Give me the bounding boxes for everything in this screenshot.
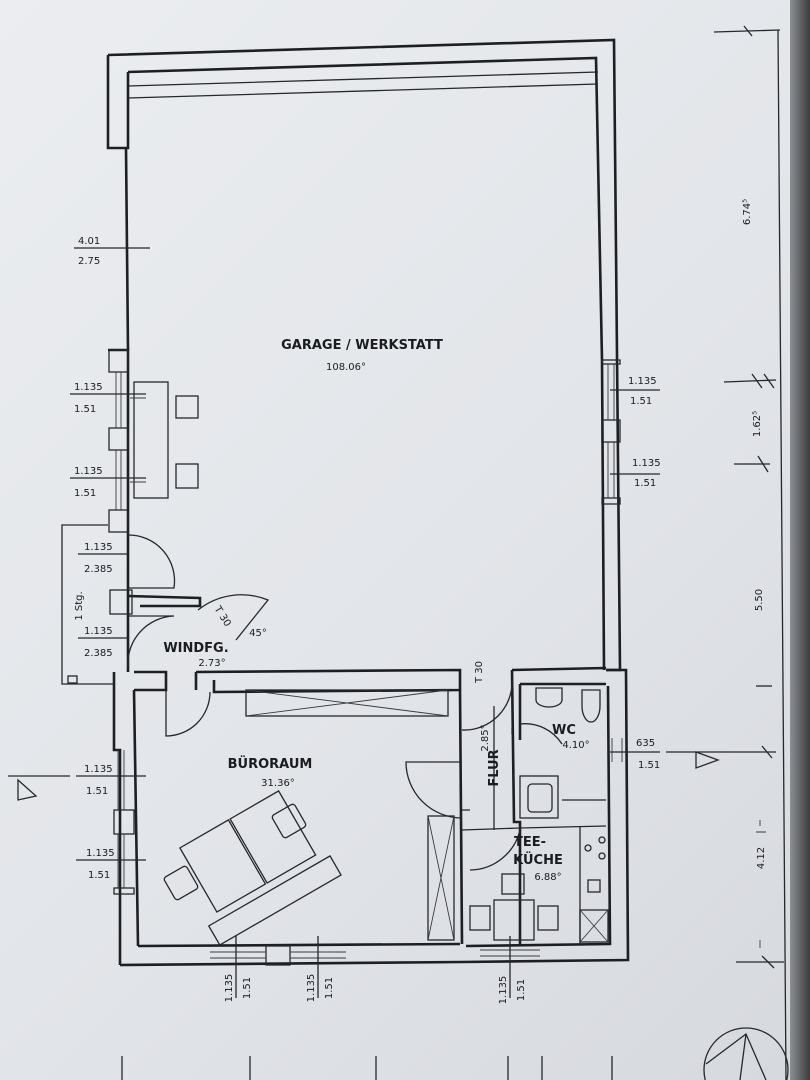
door-rating-windfang: T 30 (211, 604, 233, 629)
dim-right-garage-1-upper: 1.135 (628, 376, 657, 387)
dim-chain-middle: 5.50 (754, 589, 765, 611)
interior-walls (127, 594, 607, 945)
dim-chain-office-depth: 4.12 (756, 847, 767, 869)
dim-left-buero-2-upper: 1.135 (86, 848, 115, 859)
room-label-wc: WC (552, 723, 576, 738)
room-area-buero: 31.36° (261, 778, 295, 789)
room-label-kueche-1: TEE- (514, 835, 546, 850)
dimension-ticks-left (8, 247, 660, 998)
dim-bottom-1-lower: 1.51 (242, 977, 253, 999)
dim-left-buero-1-lower: 1.51 (86, 786, 108, 797)
step-label: 1 Stg. (74, 591, 85, 620)
door-rating-flur: T 30 (474, 661, 485, 684)
room-label-garage: GARAGE / WERKSTATT (281, 338, 443, 353)
dim-bottom-2-lower: 1.51 (324, 977, 335, 999)
entrance-step (61, 524, 114, 685)
dim-left-buero-2-lower: 1.51 (88, 870, 110, 881)
hall-cabinet (427, 815, 455, 941)
dim-right-wc-lower: 1.51 (638, 760, 660, 771)
room-area-flur: 2.85° (480, 724, 491, 751)
north-arrow-icon (703, 1027, 789, 1080)
dim-bottom-3-lower: 1.51 (516, 979, 527, 1001)
dim-left-window-2-upper: 1.135 (74, 466, 103, 477)
room-area-garage: 108.06° (326, 362, 366, 373)
bottom-ruler (121, 1056, 613, 1080)
room-area-windfang: 2.73° (198, 658, 225, 669)
dim-left-buero-1-upper: 1.135 (84, 764, 113, 775)
windows-right (601, 359, 623, 762)
dim-bottom-2-upper: 1.135 (306, 974, 317, 1003)
windows-left (108, 349, 135, 895)
dim-left-door-2-upper: 1.135 (84, 626, 113, 637)
plan-paper (0, 0, 790, 1080)
dim-right-garage-2-upper: 1.135 (632, 458, 661, 469)
doors (127, 534, 563, 871)
room-label-flur: FLUR (487, 749, 502, 786)
dim-left-window-1-lower: 1.51 (74, 404, 96, 415)
dim-garage-top-upper: 4.01 (78, 236, 100, 247)
dim-left-door-1-lower: 2.385 (84, 564, 113, 575)
angle-label: 45° (249, 628, 267, 639)
dim-chain-garage-depth: 6.74⁵ (742, 199, 753, 225)
room-area-kueche: 6.88° (534, 872, 561, 883)
table-edge (790, 0, 810, 1080)
dim-garage-top-lower: 2.75 (78, 256, 100, 267)
dim-right-garage-2-lower: 1.51 (634, 478, 656, 489)
office-furniture (163, 689, 449, 946)
dim-bottom-1-upper: 1.135 (224, 974, 235, 1003)
room-label-windfang: WINDFG. (163, 641, 228, 656)
dim-right-wc-upper: 635 (636, 738, 655, 749)
dim-left-door-1-upper: 1.135 (84, 542, 113, 553)
room-label-kueche-2: KÜCHE (513, 852, 563, 868)
dim-left-window-1-upper: 1.135 (74, 382, 103, 393)
dim-chain-window-span: 1.62⁵ (752, 411, 763, 437)
dim-left-door-2-lower: 2.385 (84, 648, 113, 659)
garage-furniture (130, 381, 199, 499)
dim-bottom-3-upper: 1.135 (498, 976, 509, 1005)
kitchen-fixtures (469, 836, 609, 943)
wc-fixtures (519, 687, 606, 819)
dimension-chain-right (666, 25, 787, 1080)
dim-left-window-2-lower: 1.51 (74, 488, 96, 499)
dim-right-garage-1-lower: 1.51 (630, 396, 652, 407)
room-area-wc: 4.10° (562, 740, 589, 751)
exterior-walls (106, 38, 630, 967)
room-label-buero: BÜRORAUM (228, 756, 313, 772)
